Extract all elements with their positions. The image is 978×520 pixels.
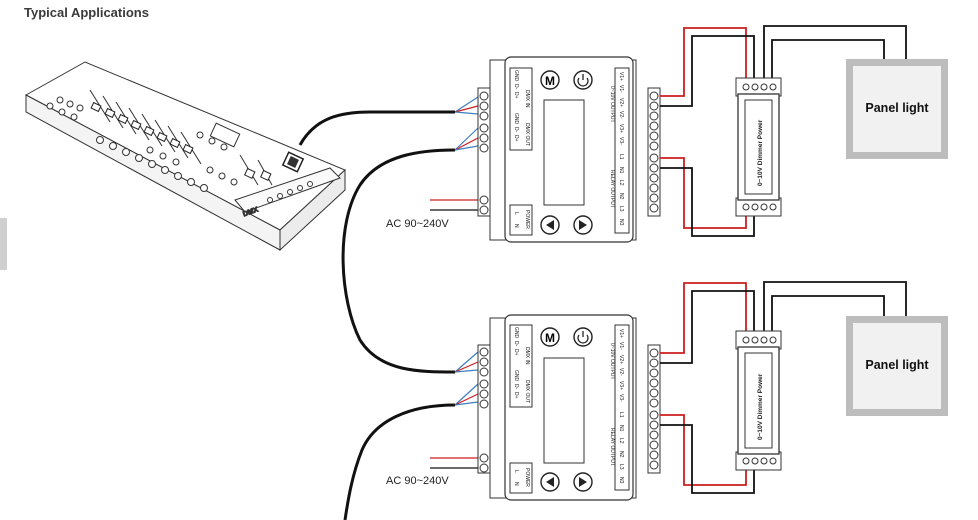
pin-label: D+ bbox=[513, 392, 519, 399]
pin-label: V3- bbox=[618, 137, 624, 145]
dmx-out-label: DMX OUT bbox=[524, 380, 530, 403]
pin-label: V2+ bbox=[618, 98, 624, 107]
pin-label: V2+ bbox=[618, 355, 624, 364]
pin-label: L bbox=[513, 212, 519, 215]
pin-label: N3 bbox=[618, 477, 624, 484]
dmx-cable-3 bbox=[343, 403, 456, 520]
pin-label: N1 bbox=[618, 425, 624, 432]
pin-label: V3+ bbox=[618, 124, 624, 133]
pin-label: D+ bbox=[513, 135, 519, 142]
ac-input-label: AC 90~240V bbox=[386, 475, 449, 487]
decoder-1: M DMX IN DMX OUT POWER GND D- D+ GND D- … bbox=[386, 56, 661, 243]
page-title: Typical Applications bbox=[24, 5, 149, 20]
pin-label: L2 bbox=[618, 180, 624, 186]
pin-label: GND bbox=[513, 113, 519, 125]
pin-label: N3 bbox=[618, 219, 624, 226]
dmx-fanout-1 bbox=[430, 96, 479, 211]
pin-label: D- bbox=[513, 341, 519, 347]
decoder-2: M DMX IN DMX OUT POWER GND D- D+ GND D- … bbox=[386, 314, 661, 501]
panel-light-label: Panel light bbox=[865, 101, 929, 115]
pin-label: V2- bbox=[618, 111, 624, 119]
pin-label: L bbox=[513, 470, 519, 473]
dimmer-label: 0~10V Dimmer Power bbox=[757, 119, 764, 186]
panel-light-1: Panel light bbox=[846, 59, 948, 159]
ac-input-label: AC 90~240V bbox=[386, 218, 449, 230]
pin-label: D- bbox=[513, 84, 519, 90]
pin-label: V1+ bbox=[618, 72, 624, 81]
pin-label: V1- bbox=[618, 85, 624, 93]
pin-label: L1 bbox=[618, 154, 624, 160]
pin-label: V3- bbox=[618, 394, 624, 402]
output-wiring-2 bbox=[660, 281, 907, 494]
pin-label: N bbox=[513, 224, 519, 228]
pin-label: L1 bbox=[618, 412, 624, 418]
dimmer-power-1: 0~10V Dimmer Power bbox=[735, 77, 782, 217]
cables bbox=[298, 110, 456, 520]
relay-label: RELAY OUTPUT bbox=[609, 170, 615, 208]
dmx-fanout-2 bbox=[430, 351, 479, 469]
dmx-cable-2 bbox=[341, 148, 456, 374]
pin-label: D+ bbox=[513, 92, 519, 99]
mode-button-label: M bbox=[545, 74, 555, 88]
dimmer-label: 0~10V Dimmer Power bbox=[757, 373, 764, 440]
output-label: 0~10V OUTPUT bbox=[609, 86, 615, 123]
side-tab[interactable] bbox=[0, 218, 7, 270]
pin-label: D- bbox=[513, 384, 519, 390]
pin-label: N1 bbox=[618, 167, 624, 174]
output-wiring-1 bbox=[660, 25, 907, 237]
dmx-controller: DMX bbox=[24, 61, 346, 252]
panel-light-label: Panel light bbox=[865, 358, 929, 372]
pin-label: GND bbox=[513, 70, 519, 82]
pin-label: GND bbox=[513, 327, 519, 339]
pin-label: L3 bbox=[618, 206, 624, 212]
output-label: 0~10V OUTPUT bbox=[609, 343, 615, 380]
pin-label: L2 bbox=[618, 438, 624, 444]
pin-label: GND bbox=[513, 370, 519, 382]
pin-label: V1+ bbox=[618, 329, 624, 338]
pin-label: V1- bbox=[618, 342, 624, 350]
power-label: POWER bbox=[524, 210, 530, 229]
pin-label: V2- bbox=[618, 368, 624, 376]
mode-button-label: M bbox=[545, 331, 555, 345]
pin-label: L3 bbox=[618, 464, 624, 470]
dmx-in-label: DMX IN bbox=[524, 347, 530, 365]
pin-label: N bbox=[513, 482, 519, 486]
pin-label: D+ bbox=[513, 349, 519, 356]
pin-label: N2 bbox=[618, 193, 624, 200]
relay-label: RELAY OUTPUT bbox=[609, 428, 615, 466]
panel-light-2: Panel light bbox=[846, 316, 948, 416]
power-label: POWER bbox=[524, 468, 530, 487]
pin-label: D- bbox=[513, 127, 519, 133]
dmx-in-label: DMX IN bbox=[524, 90, 530, 108]
mode-button bbox=[540, 70, 560, 90]
dmx-cable-1 bbox=[298, 110, 455, 146]
mode-button bbox=[540, 327, 560, 347]
dmx-out-label: DMX OUT bbox=[524, 123, 530, 146]
pin-label: N2 bbox=[618, 451, 624, 458]
pin-label: V3+ bbox=[618, 381, 624, 390]
dimmer-power-2: 0~10V Dimmer Power bbox=[735, 330, 782, 471]
